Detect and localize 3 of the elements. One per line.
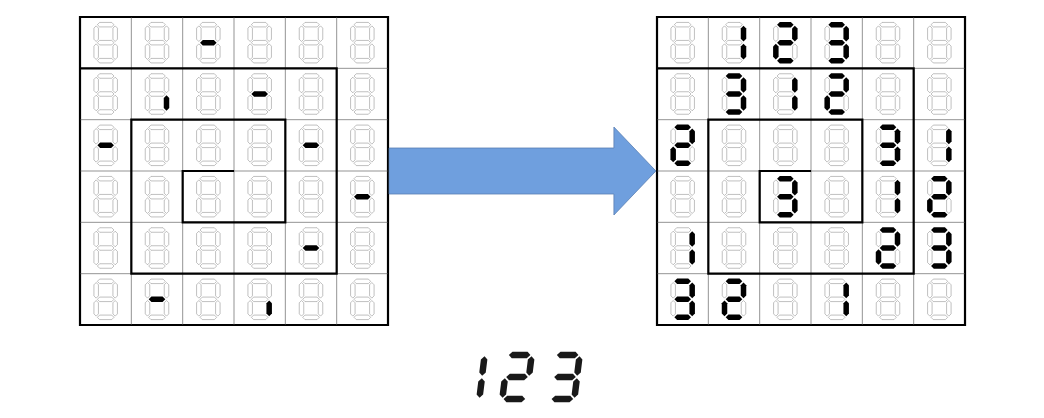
puzzle-grid-drawing (655, 15, 967, 327)
puzzle-grid-drawing (78, 15, 390, 327)
block-arrow (388, 126, 657, 216)
